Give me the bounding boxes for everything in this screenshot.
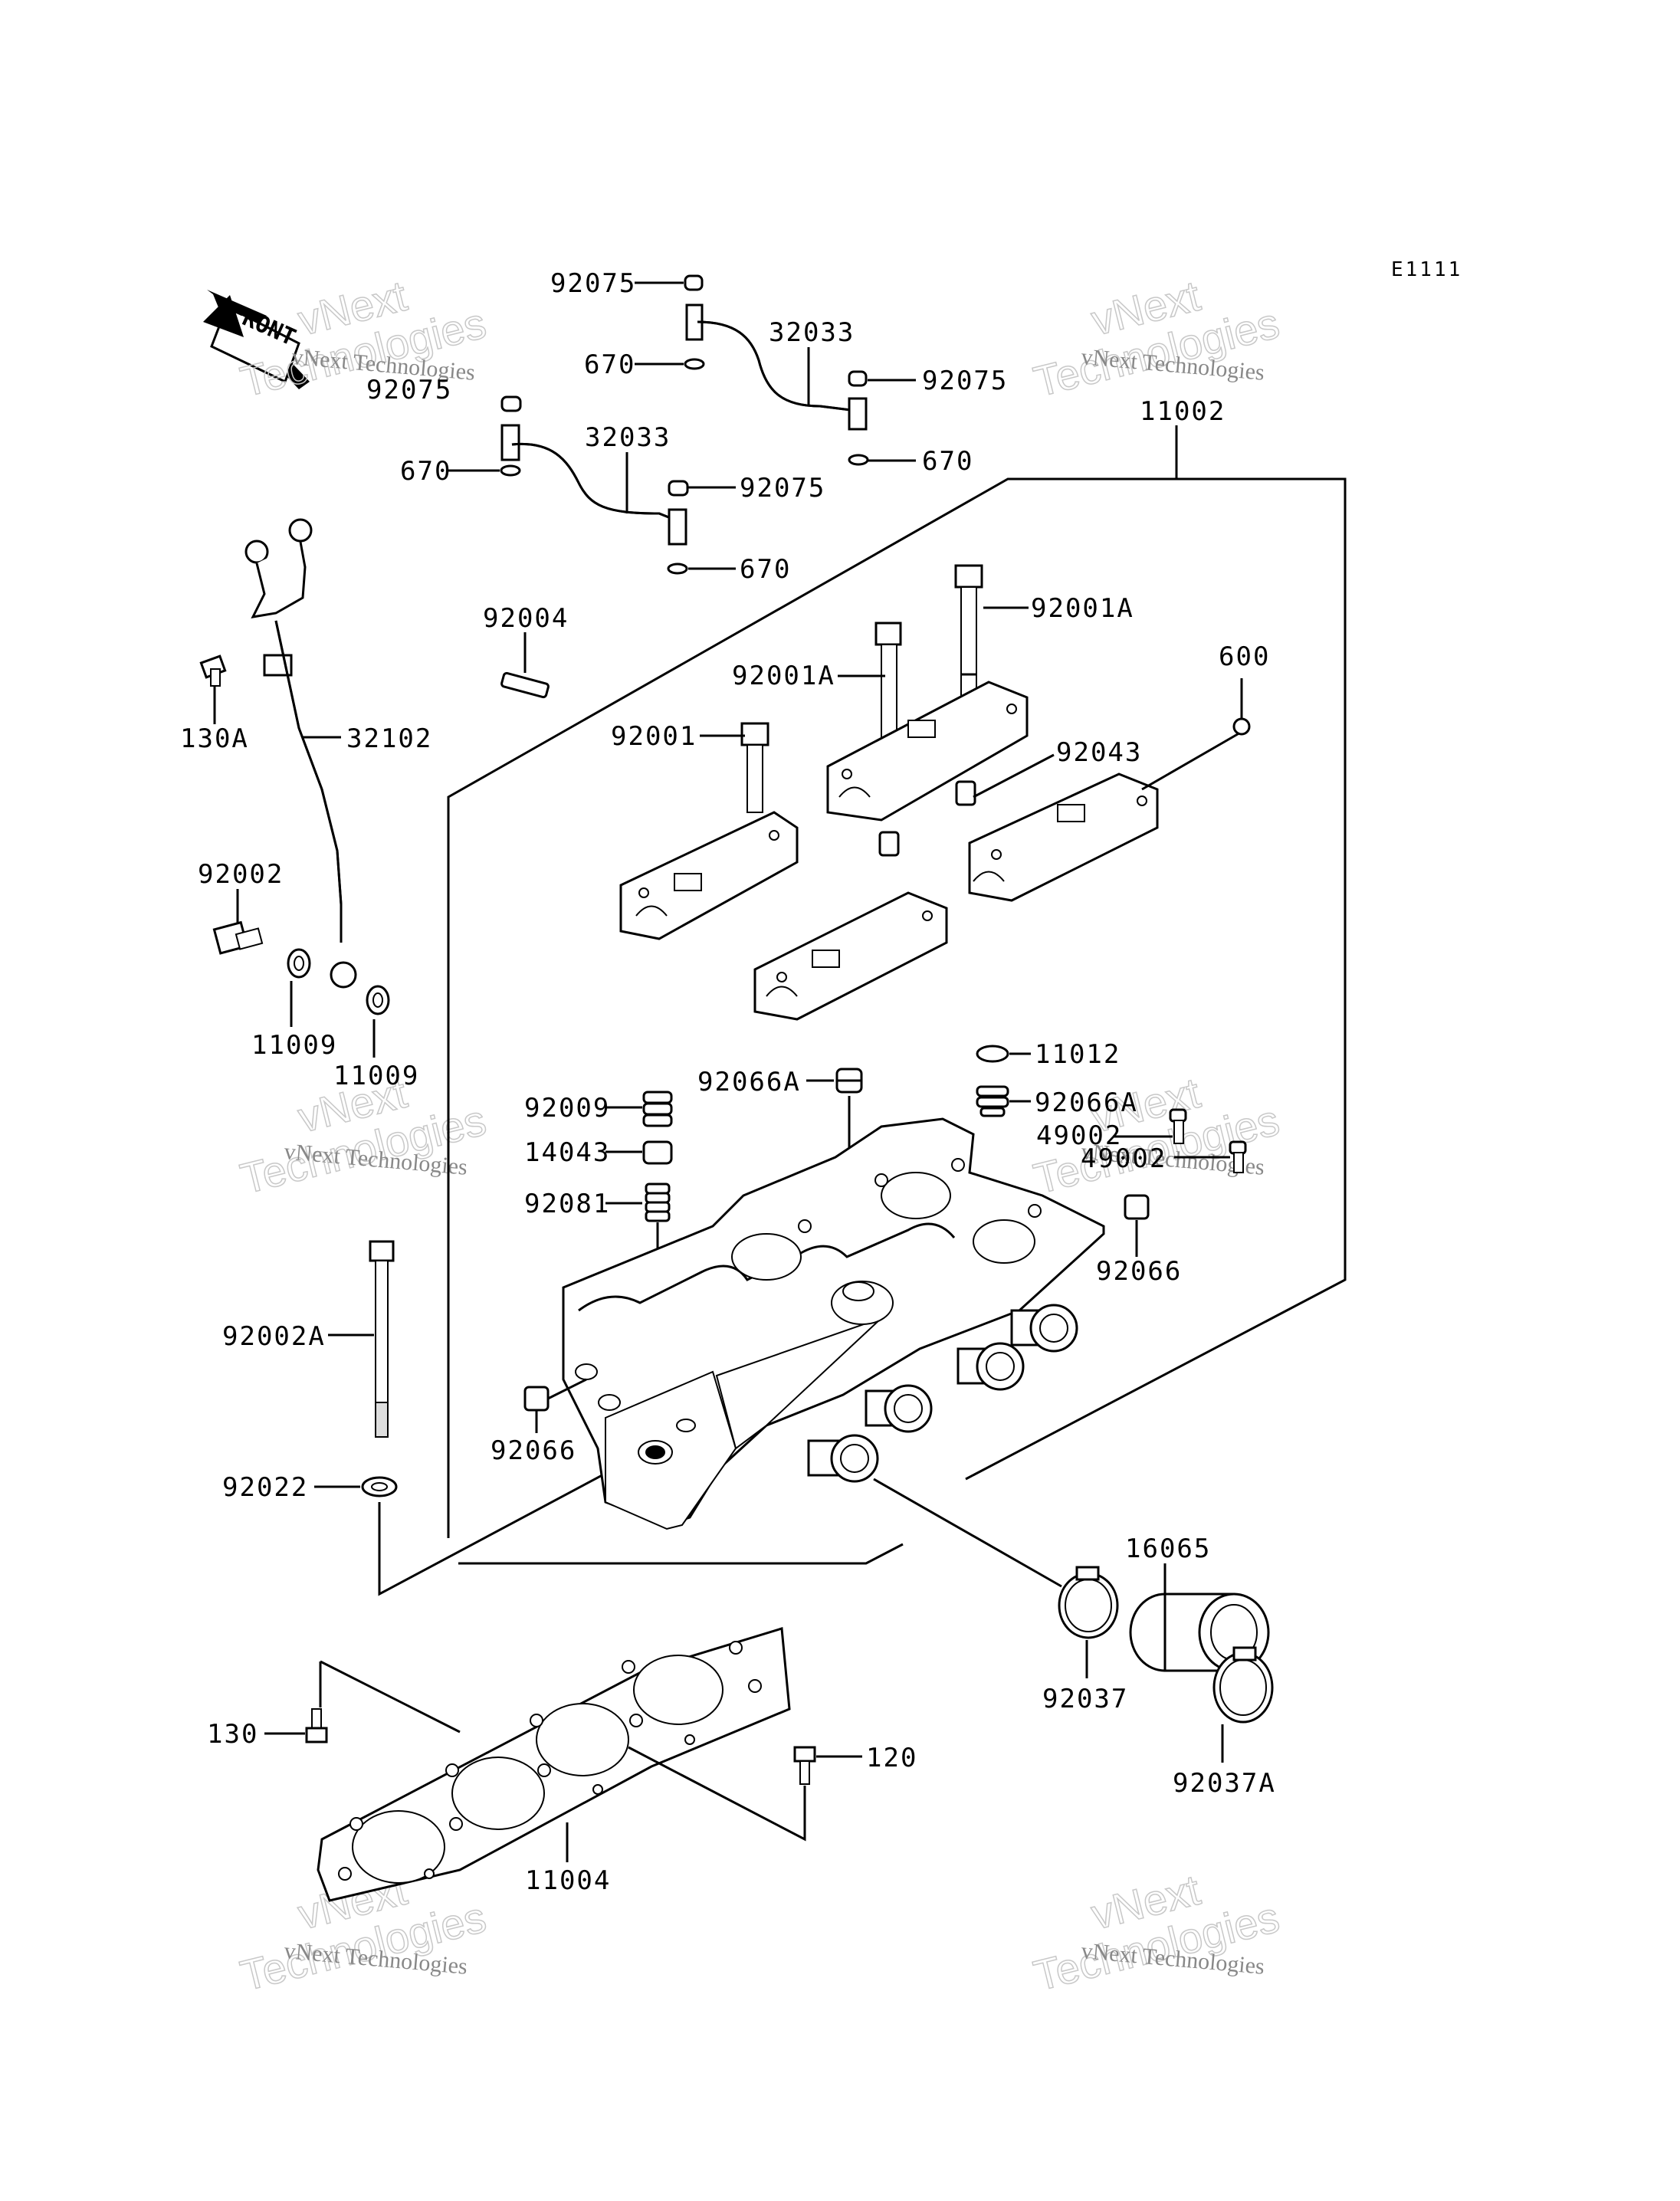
label-600: 600 [1219, 641, 1270, 672]
ref-dot-600 [1232, 717, 1251, 736]
label-32102: 32102 [346, 723, 432, 754]
front-arrow-icon: FRONT [203, 290, 310, 389]
label-49002: 49002 [1036, 1120, 1122, 1151]
leader-600-b [1141, 730, 1242, 791]
label-92001: 92001 [611, 721, 697, 752]
washer-hole [371, 1482, 388, 1491]
reference-code: E1111 [1391, 258, 1462, 281]
leader-92043 [973, 753, 1055, 799]
dowel-pin-92043 [955, 780, 976, 806]
bolt-92001A-mid [874, 622, 902, 745]
label-92001A: 92001A [732, 661, 835, 691]
bolt-130A [199, 654, 227, 687]
label-670: 670 [922, 446, 973, 477]
label-92009: 92009 [524, 1093, 610, 1123]
washer-hole [294, 956, 304, 971]
head-gasket-11004 [317, 1627, 791, 1902]
label-92066A: 92066A [697, 1067, 801, 1097]
bolt-92001A-tall [954, 564, 983, 703]
long-bolt-92002A [369, 1240, 395, 1438]
label-92081: 92081 [524, 1189, 610, 1219]
intake-port-4 [1010, 1304, 1078, 1353]
label-92004: 92004 [483, 603, 569, 634]
oil-hose-32102 [244, 518, 357, 989]
label-32033: 32033 [585, 422, 671, 453]
grommet-92066-left [523, 1386, 550, 1412]
clamp-92037A [1212, 1646, 1274, 1724]
label-92075: 92075 [550, 268, 636, 299]
stud-92004 [500, 671, 550, 699]
intake-port-1 [807, 1434, 879, 1483]
leader-130-diag [320, 1660, 461, 1734]
label-11009: 11009 [251, 1030, 337, 1061]
intake-port-2 [865, 1384, 933, 1433]
label-49002: 49002 [1081, 1143, 1166, 1174]
grommet-92066-right [1124, 1194, 1150, 1220]
oil-pipe-32033-upper [684, 274, 869, 466]
label-670: 670 [740, 554, 791, 585]
camshaft-cap-a [826, 681, 1029, 822]
label-92037A: 92037A [1173, 1768, 1276, 1799]
plug-49002-upper [1169, 1108, 1187, 1144]
assembly-frame-11002 [378, 425, 1347, 1596]
label-92066A: 92066A [1035, 1087, 1138, 1118]
label-92066: 92066 [491, 1435, 576, 1466]
washer-hole [372, 992, 383, 1008]
bolt-120 [793, 1746, 816, 1785]
label-16065: 16065 [1125, 1533, 1211, 1564]
watermark-top-right: vNext Technologies vNext Technologies [1029, 271, 1285, 406]
label-11004: 11004 [525, 1865, 611, 1896]
camshaft-cap-c [753, 891, 948, 1021]
label-670: 670 [584, 349, 635, 380]
label-120: 120 [866, 1743, 917, 1773]
label-130: 130 [207, 1719, 258, 1750]
label-32033: 32033 [769, 317, 855, 348]
label-11009: 11009 [333, 1061, 419, 1091]
intake-port-3 [956, 1342, 1025, 1391]
dowel-pin-92043 [878, 831, 900, 857]
label-14043: 14043 [524, 1137, 610, 1168]
label-130A: 130A [180, 723, 249, 754]
leader-intake-to-92037 [873, 1478, 1062, 1588]
shim-92009 [642, 1091, 673, 1127]
grommet-92066A-right [976, 1085, 1009, 1117]
label-92022: 92022 [222, 1472, 308, 1503]
camshaft-cap-b [619, 811, 799, 940]
label-11012: 11012 [1035, 1039, 1121, 1070]
label-92001A: 92001A [1031, 593, 1134, 624]
label-11002: 11002 [1140, 396, 1226, 427]
spring-92081 [645, 1183, 671, 1222]
label-92037: 92037 [1042, 1684, 1128, 1714]
camshaft-cap-d [968, 772, 1159, 902]
label-92066: 92066 [1096, 1256, 1182, 1287]
label-92075: 92075 [366, 375, 452, 405]
banjo-bolt-92002 [212, 920, 264, 955]
cylinder-head-block [562, 1117, 1105, 1530]
tappet-14043 [642, 1140, 673, 1165]
leader-120-diag [628, 1746, 806, 1842]
gasket-11012 [976, 1045, 1009, 1063]
plug-49002-lower [1229, 1140, 1247, 1173]
label-92043: 92043 [1056, 737, 1142, 768]
label-92002A: 92002A [222, 1321, 326, 1352]
leaders-top [448, 281, 916, 570]
bolt-92001 [740, 722, 769, 813]
label-670: 670 [400, 456, 451, 487]
watermark-bottom-right: vNext Technologies vNext Technologies [1029, 1865, 1285, 2000]
oil-pipe-32033-lower [500, 395, 689, 575]
leader-92066-b2 [547, 1378, 587, 1400]
label-92075: 92075 [740, 473, 825, 504]
bolt-130 [305, 1708, 328, 1743]
clamp-92037 [1058, 1566, 1119, 1639]
label-92075: 92075 [922, 366, 1008, 396]
grommet-92066A-center [835, 1068, 863, 1094]
label-92002: 92002 [198, 859, 284, 890]
